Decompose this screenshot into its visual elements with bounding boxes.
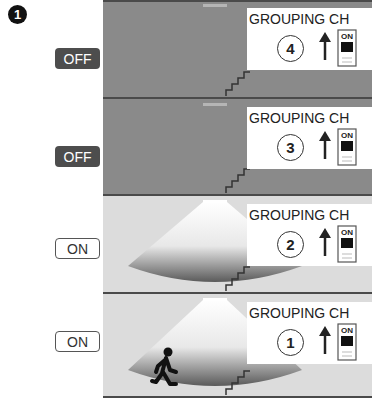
- stairs: [226, 267, 250, 291]
- up-arrow-head: [319, 228, 331, 238]
- lamp-state-badge: OFF: [55, 146, 100, 167]
- dip-switch: [338, 324, 356, 360]
- ceiling-lamp: [203, 298, 227, 301]
- floor-background: [103, 99, 372, 196]
- node-text: GROUPING CH: [249, 110, 349, 126]
- dip-switch-slot: [342, 161, 352, 162]
- stairs: [226, 371, 250, 395]
- up-arrow: [324, 334, 327, 354]
- node-text: OFF: [64, 51, 92, 67]
- grouping-channel-dial: 4: [277, 35, 304, 62]
- setting-panel: [247, 8, 372, 70]
- stairs: [226, 72, 250, 96]
- dip-switch: [338, 129, 356, 165]
- up-arrow-head: [319, 32, 331, 42]
- node-text: 4: [286, 40, 294, 57]
- setting-panel: [247, 302, 372, 364]
- grouping-channel-dial: 3: [277, 134, 304, 161]
- up-arrow: [324, 236, 327, 256]
- switch-label: ON: [339, 326, 355, 335]
- dip-switch-toggle: [341, 238, 353, 248]
- up-arrow-head: [319, 326, 331, 336]
- dip-switch: [338, 226, 356, 262]
- switch-label: ON: [339, 32, 355, 41]
- lamp-state-badge: ON: [55, 331, 100, 352]
- up-arrow: [324, 139, 327, 159]
- grouping-channel-dial: 2: [277, 231, 304, 258]
- switch-label: ON: [339, 228, 355, 237]
- stairs: [226, 169, 250, 193]
- node-text: GROUPING CH: [249, 11, 349, 27]
- lamp-state-badge: ON: [55, 238, 100, 259]
- node-text: 2: [286, 236, 294, 253]
- dip-switch-slot: [342, 254, 352, 255]
- node-text: OFF: [64, 149, 92, 165]
- setting-panel: [247, 204, 372, 266]
- lamp-state-badge: OFF: [55, 48, 100, 69]
- ceiling-lamp: [203, 200, 227, 203]
- dip-switch-slot: [342, 62, 352, 63]
- node-text: 1: [14, 7, 21, 22]
- floor-background: [103, 196, 372, 294]
- dip-switch-toggle: [341, 42, 353, 52]
- dip-switch-slot: [342, 258, 352, 259]
- floor-background: [103, 0, 372, 99]
- node-text: 1: [286, 334, 294, 351]
- setting-panel: [247, 107, 372, 169]
- up-arrow-head: [319, 131, 331, 141]
- ceiling-lamp: [203, 4, 227, 7]
- person: [152, 358, 176, 384]
- node-text: GROUPING CH: [249, 207, 349, 223]
- dip-switch: [338, 30, 356, 66]
- node-text: GROUPING CH: [249, 305, 349, 321]
- dip-switch-slot: [342, 157, 352, 158]
- dip-switch-slot: [342, 58, 352, 59]
- step-number: 1: [8, 5, 27, 24]
- ceiling-lamp: [203, 103, 227, 106]
- person: [164, 348, 173, 357]
- switch-label: ON: [339, 131, 355, 140]
- node-text: ON: [67, 334, 88, 350]
- node-text: ON: [67, 241, 88, 257]
- floor-slab: [103, 0, 372, 2]
- floor-background: [103, 294, 372, 398]
- dip-switch-toggle: [341, 336, 353, 346]
- dip-switch-slot: [342, 352, 352, 353]
- floor-slab: [103, 396, 372, 398]
- node-text: 3: [286, 139, 294, 156]
- dip-switch-toggle: [341, 141, 353, 151]
- dip-switch-slot: [342, 356, 352, 357]
- up-arrow: [324, 40, 327, 60]
- grouping-channel-dial: 1: [277, 329, 304, 356]
